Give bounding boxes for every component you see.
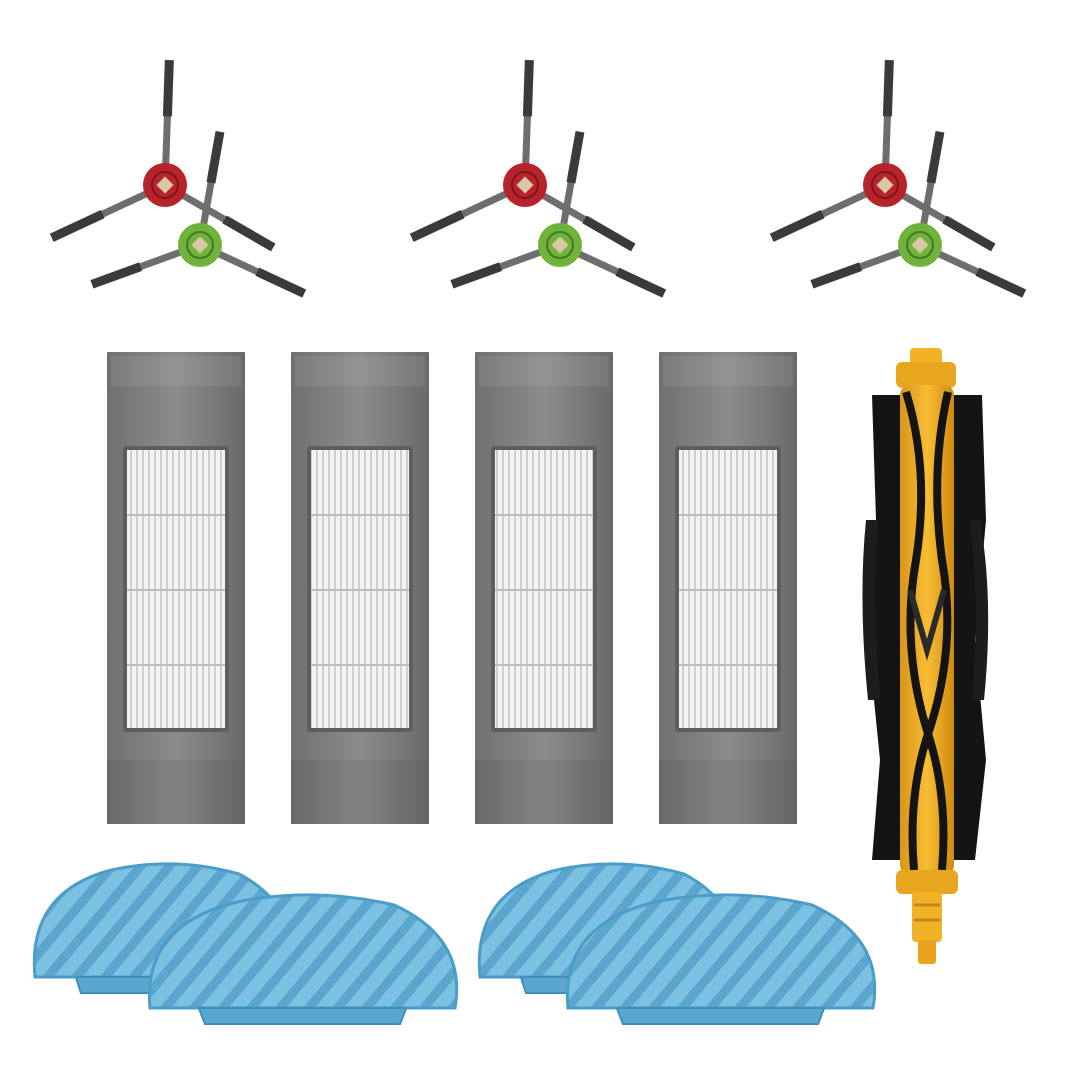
mop-pad <box>565 893 877 1025</box>
side-brush <box>90 130 307 298</box>
side-brush-group <box>49 59 1027 298</box>
hepa-filter <box>659 352 797 824</box>
side-brush <box>810 130 1027 298</box>
hepa-filter <box>475 352 613 824</box>
side-brush <box>409 59 636 252</box>
hepa-filter <box>291 352 429 824</box>
side-brush <box>450 130 667 298</box>
filter-group <box>107 352 797 824</box>
mop-pad-group <box>32 862 877 1025</box>
side-brush <box>769 59 996 252</box>
side-brush <box>49 59 276 252</box>
main-roller-brush <box>862 348 989 964</box>
hepa-filter <box>107 352 245 824</box>
mop-pad <box>147 893 459 1025</box>
